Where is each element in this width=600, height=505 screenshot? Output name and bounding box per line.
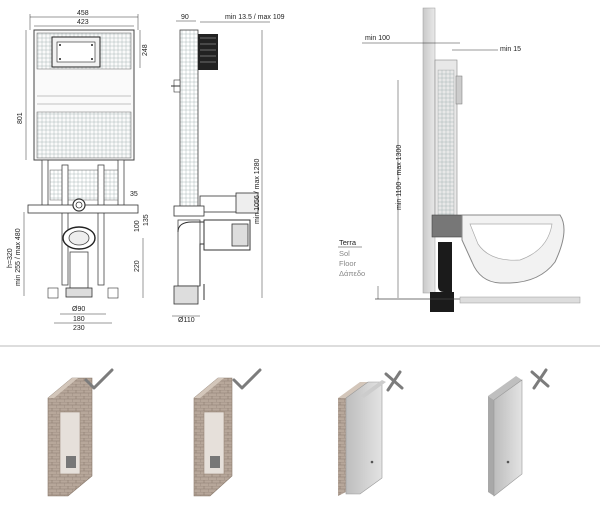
dim-min1100-max1300: min 1100 - max 1300 [396, 145, 403, 210]
dim-min100: min 100 [365, 35, 390, 42]
dim-width-inner: 423 [77, 19, 89, 26]
dim-min-max-depth: min 13.5 / max 109 [225, 14, 285, 21]
dim-height-total: 801 [17, 112, 24, 124]
install-view: min 100 min 15 min 1100 - max 1300 Terra… [338, 7, 581, 312]
dim-offset-135: 135 [143, 214, 150, 226]
check-icon [84, 368, 114, 390]
front-view: 458 423 248 801 35 100 135 2 [7, 10, 150, 332]
dim-min-max-height: min 1056 / max 1280 [254, 159, 261, 224]
dim-height-top: 248 [142, 44, 149, 56]
dim-offset-100: 100 [134, 220, 141, 232]
check-icon [232, 368, 262, 390]
wall-option-panel [488, 368, 550, 497]
dim-width-total: 458 [77, 10, 89, 17]
dim-dia110: Ø110 [178, 317, 195, 324]
side-view: 90 min 13.5 / max 109 min 1056 / max 128… [171, 14, 285, 324]
dim-220: 220 [134, 260, 141, 272]
floor-label-pt: Terra [339, 238, 357, 247]
dim-h320: h=320 [7, 248, 14, 268]
wall-option-drywall [338, 370, 404, 496]
dim-offset-35: 35 [130, 191, 138, 198]
cross-icon [384, 370, 404, 392]
cross-icon [530, 368, 550, 390]
dim-min15: min 15 [500, 46, 521, 53]
floor-label-gr: Δάπεδο [339, 269, 365, 278]
wall-option-brick-thin [193, 368, 262, 497]
dim-w180: 180 [73, 316, 85, 323]
dim-depth-90: 90 [181, 14, 189, 21]
dim-w230: 230 [73, 325, 85, 332]
dim-min255-max480: min 255 / max 480 [15, 228, 22, 286]
dim-dia90: Ø90 [72, 306, 85, 313]
floor-label-fr: Sol [339, 249, 350, 258]
floor-label-en: Floor [339, 259, 357, 268]
wall-option-brick-full [47, 368, 114, 497]
